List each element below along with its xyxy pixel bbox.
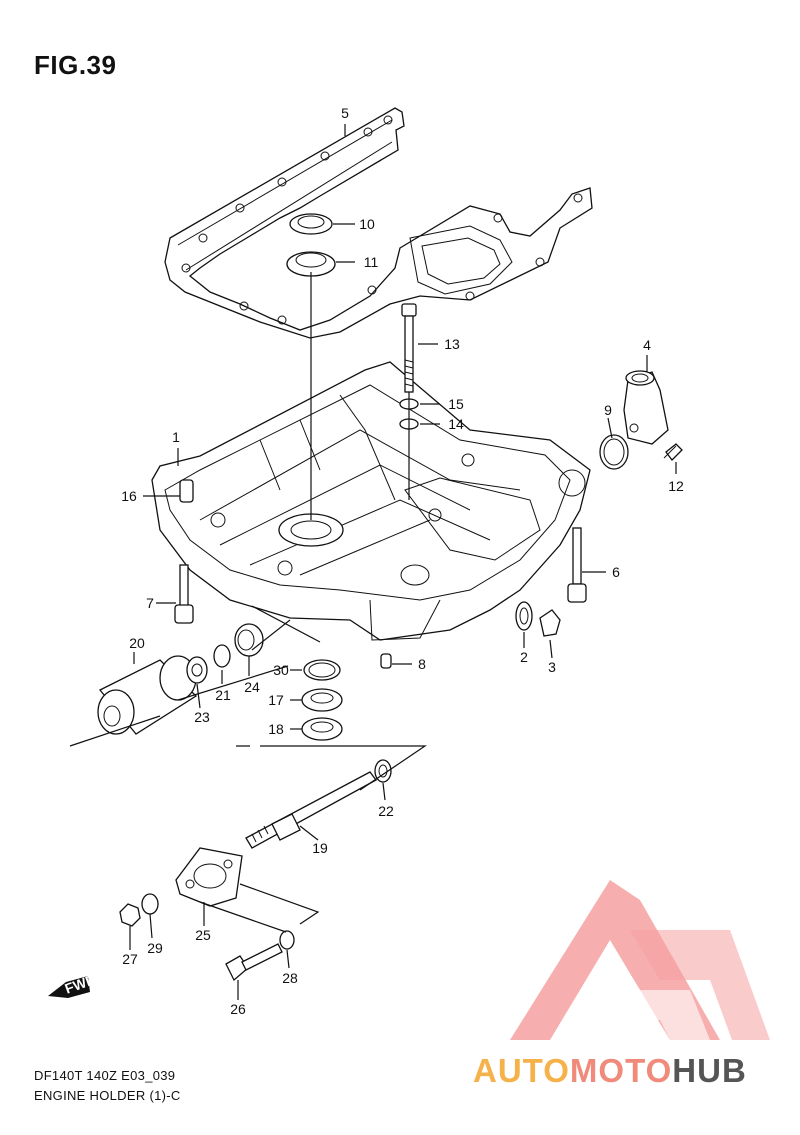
- callout-22: 22: [378, 803, 394, 819]
- fwd-arrow-icon: FWD: [48, 971, 98, 998]
- callout-4: 4: [643, 337, 651, 353]
- callout-14: 14: [448, 416, 464, 432]
- oil-filter-drawing: [97, 623, 264, 735]
- callout-6: 6: [612, 564, 620, 580]
- drain-plug-drawing: [515, 601, 561, 637]
- callout-28: 28: [282, 970, 298, 986]
- gasket-drawing: [164, 107, 593, 339]
- automotohub-logo-icon: [510, 880, 770, 1040]
- callout-3: 3: [548, 659, 556, 675]
- outlet-fitting-drawing: [599, 370, 683, 470]
- callout-1: 1: [172, 429, 180, 445]
- callout-27: 27: [122, 951, 138, 967]
- callout-11: 11: [364, 254, 379, 270]
- section-name: ENGINE HOLDER (1)-C: [34, 1088, 181, 1103]
- callout-26: 26: [230, 1001, 246, 1017]
- engine-holder-drawing: [151, 361, 591, 641]
- bolts-drawing: [174, 303, 587, 669]
- figure-footer: DF140T 140Z E03_039 ENGINE HOLDER (1)-C: [34, 1066, 181, 1106]
- seal-10-drawing: [289, 213, 333, 235]
- callout-10: 10: [359, 216, 375, 232]
- brand-auto: AUTO: [473, 1052, 570, 1089]
- bearing-set-drawing: [301, 659, 343, 741]
- callout-29: 29: [147, 940, 163, 956]
- callout-18: 18: [268, 721, 284, 737]
- callout-23: 23: [194, 709, 210, 725]
- model-code: DF140T 140Z E03_039: [34, 1068, 176, 1083]
- callout-19: 19: [312, 840, 328, 856]
- callout-2: 2: [520, 649, 528, 665]
- callout-24: 24: [244, 679, 260, 695]
- brand-moto: MOTO: [569, 1052, 673, 1089]
- callout-16: 16: [121, 488, 137, 504]
- callout-13: 13: [444, 336, 460, 352]
- brand-hub: HUB: [672, 1052, 747, 1089]
- callout-8: 8: [418, 656, 426, 672]
- callout-5: 5: [341, 105, 349, 121]
- mount-assembly-drawing: [119, 759, 392, 982]
- callout-9: 9: [604, 402, 612, 418]
- seal-11-drawing: [286, 251, 336, 277]
- callout-17: 17: [268, 692, 284, 708]
- callout-labels: 1 2 3 4 5 6 7 8 9 10 11 12 13 14 15 16 1…: [121, 105, 684, 1017]
- callout-7: 7: [146, 595, 154, 611]
- callout-25: 25: [195, 927, 211, 943]
- figure-title: FIG.39: [34, 50, 117, 80]
- callout-15: 15: [448, 396, 464, 412]
- leader-lines: [69, 124, 677, 1000]
- callout-20: 20: [129, 635, 145, 651]
- callout-30: 30: [273, 662, 289, 678]
- callout-12: 12: [668, 478, 684, 494]
- automotohub-brand: AUTOMOTOHUB: [473, 1052, 747, 1090]
- callout-21: 21: [215, 687, 231, 703]
